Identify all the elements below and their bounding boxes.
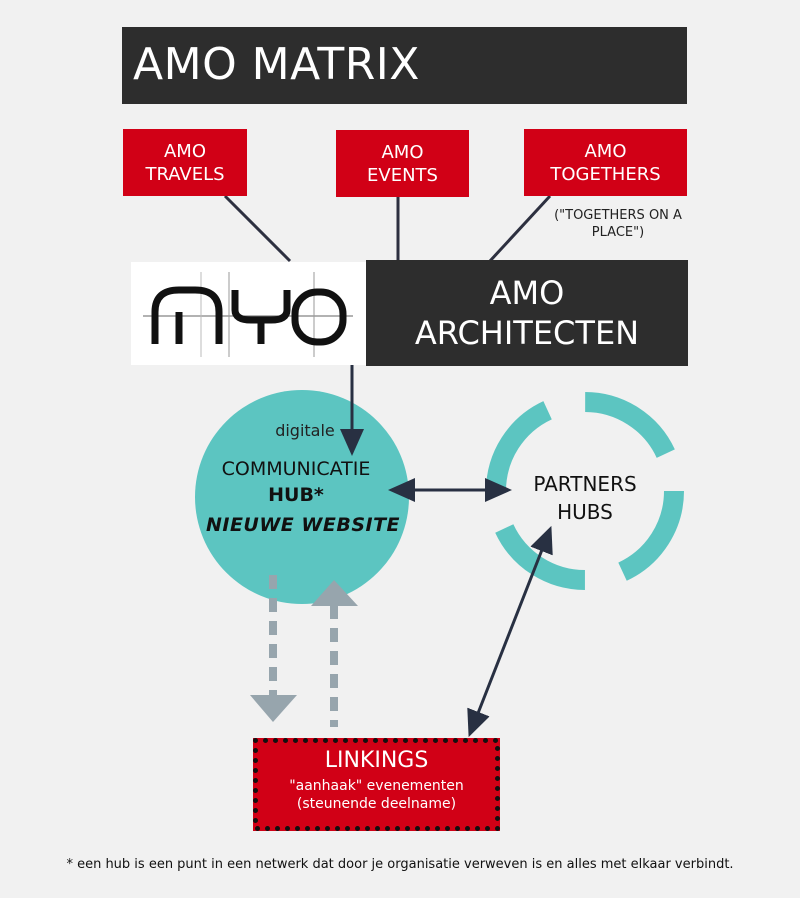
page-title: AMO MATRIX [133, 39, 420, 90]
amo-travels-box: AMO TRAVELS [123, 129, 247, 196]
hub-website-label: NIEUWE WEBSITE [205, 514, 401, 536]
footnote: * een hub is een punt in een netwerk dat… [66, 857, 734, 872]
hub-line1: COMMUNICATIE [221, 458, 371, 480]
partners-hubs-label: PARTNERS HUBS [500, 470, 670, 526]
connector-togethers [488, 194, 552, 263]
travels-line1: AMO [163, 140, 206, 162]
linkings-subtitle: "aanhaak" evenementen (steunende deelnam… [253, 777, 500, 813]
partners-line2: HUBS [557, 500, 613, 524]
linkings-title: LINKINGS [324, 748, 429, 773]
travels-line2: TRAVELS [145, 163, 225, 185]
togethers-line2: TOGETHERS [550, 163, 661, 185]
arrow-partners-linkings [467, 525, 553, 738]
architecten-line1: AMO [489, 274, 565, 312]
events-line1: AMO [381, 141, 424, 163]
connector-travels [223, 194, 292, 263]
linkings-dotted-border [253, 738, 500, 831]
hub-title: COMMUNICATIE HUB* [196, 456, 396, 508]
dashed-arrow-up [311, 580, 358, 727]
hub-prefix: digitale [275, 421, 335, 440]
amo-architecten-box: AMO ARCHITECTEN [366, 260, 688, 366]
linkings-line2: (steunende deelname) [296, 796, 457, 812]
title-bar: AMO MATRIX [122, 27, 687, 104]
partners-hubs-ring [486, 392, 684, 590]
amo-events-box: AMO EVENTS [336, 130, 469, 197]
togethers-note: ("TOGETHERS ON A PLACE") [554, 208, 682, 240]
amo-togethers-box: AMO TOGETHERS [524, 129, 687, 196]
partners-line1: PARTNERS [533, 472, 637, 496]
hub-line2: HUB* [268, 484, 324, 506]
linkings-line1: "aanhaak" evenementen [289, 778, 464, 794]
togethers-line1: AMO [584, 140, 627, 162]
events-line2: EVENTS [367, 164, 438, 186]
dashed-arrow-down [250, 575, 297, 722]
linkings-box: LINKINGS "aanhaak" evenementen (steunend… [253, 738, 500, 831]
amo-logo [131, 262, 366, 365]
architecten-line2: ARCHITECTEN [414, 314, 640, 352]
amo-logo-icon [143, 272, 353, 357]
